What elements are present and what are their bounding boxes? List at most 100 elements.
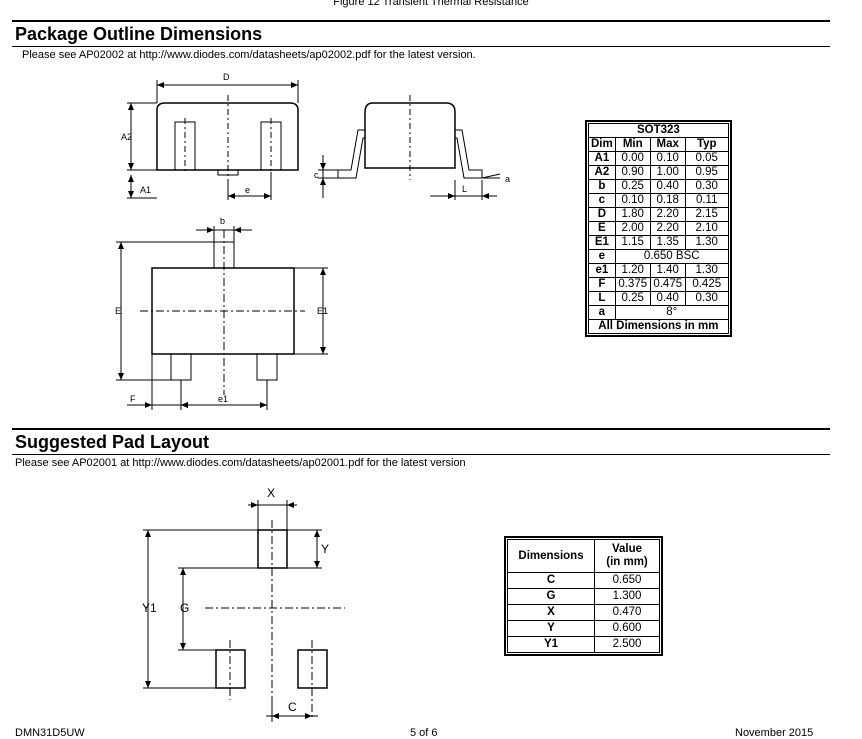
pad-col-value-line2: (in mm) — [606, 556, 648, 568]
dim-cell-value: 0.425 — [684, 277, 729, 292]
col-typ: Typ — [684, 137, 729, 152]
dim-cell-value: 2.20 — [649, 207, 686, 222]
pad-layout-note: Please see AP02001 at http://www.diodes.… — [15, 457, 466, 469]
pad-label-G: G — [180, 601, 189, 615]
dim-cell-value: 0.05 — [684, 151, 729, 166]
dim-cell-name: a — [588, 305, 616, 320]
package-outline-note: Please see AP02002 at http://www.diodes.… — [22, 49, 476, 61]
table-package-name: SOT323 — [588, 123, 729, 138]
dim-cell-value: 0.40 — [649, 179, 686, 194]
pad-cell-value: 2.500 — [594, 636, 660, 653]
label-E1: E1 — [317, 306, 328, 316]
dim-cell-value: 1.40 — [649, 263, 686, 278]
dim-cell-value: 0.95 — [684, 165, 729, 180]
dim-cell-value: 0.30 — [684, 291, 729, 306]
pad-cell-value: 0.650 — [594, 572, 660, 589]
package-outline-title: Package Outline Dimensions — [15, 24, 263, 44]
dim-cell-value: 0.475 — [649, 277, 686, 292]
pad-cell-value: 1.300 — [594, 588, 660, 605]
pad-cell-name: Y1 — [507, 636, 595, 653]
dim-cell-name: c — [588, 193, 616, 208]
dim-cell-value: 2.10 — [684, 221, 729, 236]
dim-cell-name: e — [588, 249, 616, 264]
label-b: b — [220, 216, 225, 226]
dim-cell-value: 1.15 — [614, 235, 651, 250]
section-rule-sub — [12, 46, 830, 47]
section-rule-pad — [12, 428, 830, 430]
dim-cell-value: 0.10 — [649, 151, 686, 166]
pad-label-Y1: Y1 — [142, 601, 157, 615]
pad-col-value-line1: Value — [611, 543, 643, 555]
dim-cell-value: 1.20 — [614, 263, 651, 278]
pad-cell-value: 0.470 — [594, 604, 660, 621]
dim-cell-value: 0.10 — [614, 193, 651, 208]
section-rule-pad-sub — [12, 454, 830, 455]
pad-cell-name: X — [507, 604, 595, 621]
label-e: e — [245, 185, 250, 195]
package-outline-drawing: D A2 A1 e c L a b E E1 F e1 — [115, 72, 510, 410]
pad-cell-name: Y — [507, 620, 595, 637]
label-c: c — [314, 170, 319, 180]
dim-cell-value: 0.18 — [649, 193, 686, 208]
dim-cell-value: 2.00 — [614, 221, 651, 236]
dim-cell-name: F — [588, 277, 616, 292]
label-F: F — [130, 394, 136, 404]
pad-col-dimensions: Dimensions — [507, 539, 595, 573]
dim-cell-value: 1.30 — [684, 263, 729, 278]
dim-cell-value: 0.00 — [614, 151, 651, 166]
dim-cell-value: 1.30 — [684, 235, 729, 250]
pad-layout-drawing: X Y Y1 G C — [142, 486, 345, 722]
dim-cell-value: 0.90 — [614, 165, 651, 180]
label-e1: e1 — [218, 394, 228, 404]
footer-part-number: DMN31D5UW — [15, 727, 85, 739]
dim-cell-name: A2 — [588, 165, 616, 180]
dim-cell-name: b — [588, 179, 616, 194]
dim-cell-value: 1.35 — [649, 235, 686, 250]
pad-label-C: C — [288, 700, 297, 714]
col-dim: Dim — [588, 137, 616, 152]
pad-cell-value: 0.600 — [594, 620, 660, 637]
pad-label-Y: Y — [321, 542, 329, 556]
label-a: a — [505, 174, 510, 184]
dim-cell-value: 0.40 — [649, 291, 686, 306]
col-min: Min — [614, 137, 651, 152]
label-D: D — [223, 72, 230, 82]
dim-cell-value: 0.11 — [684, 193, 729, 208]
label-A2: A2 — [121, 132, 132, 142]
col-max: Max — [649, 137, 686, 152]
dim-cell-value: 0.25 — [614, 291, 651, 306]
dim-cell-name: e1 — [588, 263, 616, 278]
section-rule-top — [12, 20, 830, 22]
pad-cell-name: G — [507, 588, 595, 605]
figure-caption: Figure 12 Transient Thermal Resistance — [333, 0, 529, 8]
label-E: E — [115, 306, 121, 316]
dim-cell-value: 1.00 — [649, 165, 686, 180]
dim-cell-value: 2.20 — [649, 221, 686, 236]
dim-cell-value: 0.25 — [614, 179, 651, 194]
table-footer: All Dimensions in mm — [588, 319, 729, 334]
dim-cell-name: E — [588, 221, 616, 236]
footer-date: November 2015 — [735, 727, 814, 739]
dim-cell-name: L — [588, 291, 616, 306]
dim-cell-name: A1 — [588, 151, 616, 166]
dim-cell-value: 1.80 — [614, 207, 651, 222]
